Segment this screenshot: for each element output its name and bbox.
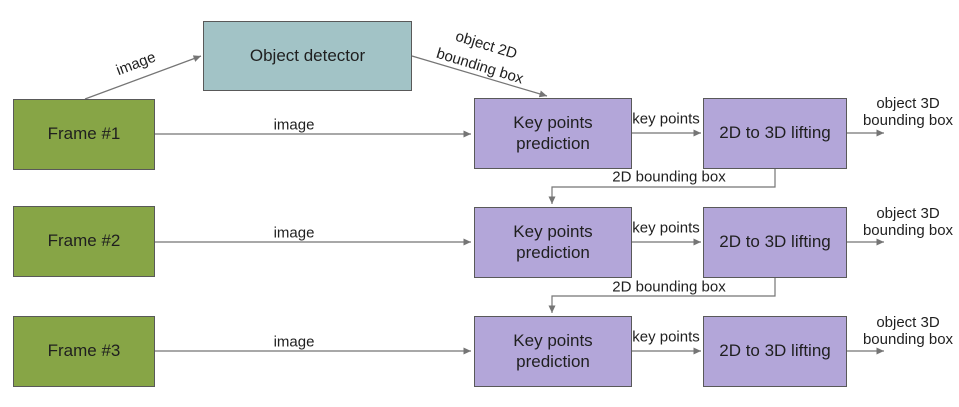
edge-label-object-3d-row2-line1: object 3D (876, 204, 940, 222)
frame-1-label: Frame #1 (47, 124, 121, 144)
edge-label-image-row1: image (273, 116, 315, 134)
frame-2-node: Frame #2 (13, 206, 155, 277)
edge-label-object-3d-row2-line2: bounding box (862, 222, 954, 239)
edge-label-object-3d-row1: object 3D bounding box (863, 95, 953, 130)
lifting-2-label: 2D to 3D lifting (719, 232, 831, 252)
edge-label-key-points-row2: key points (632, 219, 700, 237)
edge-label-image-row3: image (273, 333, 315, 351)
edge-lifting2-to-keypoints3 (548, 278, 776, 313)
edge-label-2d-bounding-box-2: 2D bounding box (612, 278, 726, 296)
frame-2-label: Frame #2 (47, 231, 121, 251)
frame-3-node: Frame #3 (13, 316, 155, 387)
frame-3-label: Frame #3 (47, 341, 121, 361)
edge-label-object-3d-row1-line1: object 3D (876, 94, 940, 112)
edge-lifting1-to-keypoints2 (548, 169, 776, 204)
edge-label-2d-bounding-box-1: 2D bounding box (612, 168, 726, 186)
edge-label-key-points-row1: key points (632, 110, 700, 128)
lifting-1-label: 2D to 3D lifting (719, 123, 831, 143)
edge-detector-to-keypoints1 (411, 55, 548, 98)
lifting-3-node: 2D to 3D lifting (703, 316, 847, 387)
edge-label-object-3d-row2: object 3D bounding box (863, 205, 953, 240)
edge-label-key-points-row3: key points (632, 328, 700, 346)
object-detector-node: Object detector (203, 21, 412, 91)
keypoints-prediction-2-label: Key points prediction (513, 222, 593, 262)
edge-frame1-to-detector (84, 55, 202, 100)
edge-label-image-row2: image (273, 224, 315, 242)
edge-label-object-3d-row3: object 3D bounding box (863, 314, 953, 349)
lifting-3-label: 2D to 3D lifting (719, 341, 831, 361)
lifting-1-node: 2D to 3D lifting (703, 98, 847, 169)
edge-label-object-3d-row3-line2: bounding box (862, 331, 954, 348)
object-detector-label: Object detector (249, 45, 366, 65)
keypoints-prediction-1-label: Key points prediction (513, 113, 593, 153)
frame-1-node: Frame #1 (13, 99, 155, 170)
keypoints-prediction-2-node: Key points prediction (474, 207, 632, 278)
edge-label-object-3d-row1-line2: bounding box (862, 112, 954, 129)
keypoints-prediction-3-node: Key points prediction (474, 316, 632, 387)
edge-label-object-3d-row3-line1: object 3D (876, 313, 940, 331)
keypoints-prediction-1-node: Key points prediction (474, 98, 632, 169)
lifting-2-node: 2D to 3D lifting (703, 207, 847, 278)
keypoints-prediction-3-label: Key points prediction (513, 331, 593, 371)
